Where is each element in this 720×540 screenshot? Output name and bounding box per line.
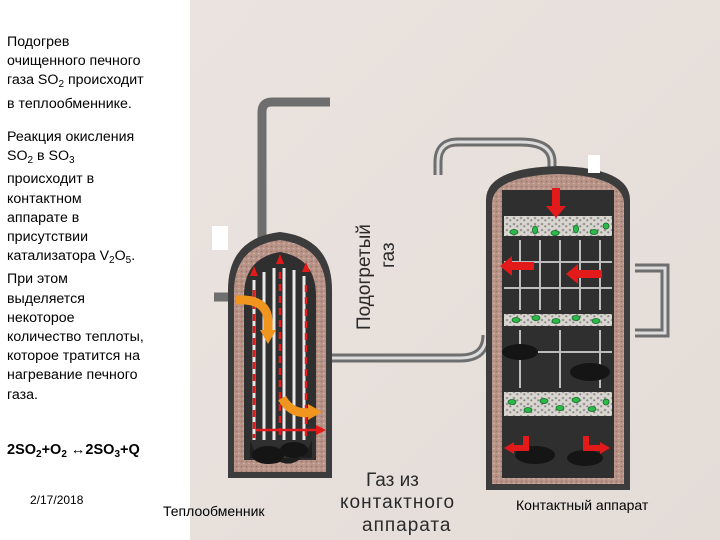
para2-line: аппарате в [7,209,80,226]
gas-from-label-line3: аппарата [362,515,451,536]
catalyst-layer-1 [504,216,612,236]
heating-description: Подогрев очищенного печного газа SO2 про… [7,33,187,114]
gas-from-apparatus-label: Газ из контактного аппарата [340,470,455,536]
heat-exchanger [228,232,332,478]
para2-line: присутствии [7,229,89,246]
para2-line: некоторое [7,309,75,326]
heated-gas-label-line2: газ [378,242,399,268]
reaction-equation: 2SO2+O2 ↔2SO3+Q [7,441,140,464]
subscript: 3 [114,449,120,460]
diagram-illustration: Подогретый газ Газ из контактного аппара… [190,0,720,540]
text-sidebar: Подогрев очищенного печного газа SO2 про… [0,0,190,540]
subscript: 2 [109,255,115,267]
gas-from-label-line1: Газ из [366,470,419,491]
para2-line: катализатора V2O5. [7,247,187,270]
text-run: +Q [120,442,140,458]
subscript: 2 [58,79,64,91]
text-run: O [114,248,126,265]
reaction-description: Реакция окисления SO2 в SO3 происходит в… [7,128,187,405]
slide-date: 2/17/2018 [30,493,84,507]
subscript: 2 [61,449,67,460]
catalyst-granules [507,222,610,413]
catalyst-layer-3 [504,392,612,416]
para2-line: происходит в [7,171,95,188]
left-feed-pipe [257,97,330,230]
subscript: 2 [27,155,34,167]
text-run: SO [7,148,28,165]
exchanger-inlet-flow-arrow [235,295,273,332]
para2-line: SO2 в SO3 [7,147,187,170]
para1-line: Подогрев [7,34,70,50]
contact-apparatus-caption: Контактный аппарат [516,497,649,513]
label-marker [588,155,600,173]
process-diagram: Подогретый газ Газ из контактного аппара… [190,0,720,540]
para2-line: нагревание печного [7,367,138,384]
text-run: . [131,248,136,265]
para2-line: Реакция окисления [7,129,135,145]
subscript: 3 [68,155,75,167]
text-run: газа SO [7,72,59,89]
gas-from-label-line2: контактного [340,492,455,513]
text-run: ↔2SO [66,442,115,458]
para2-line: При этом [7,271,68,288]
apparatus-flow-arrows [500,188,610,454]
exchanger-flow-lines [252,272,308,438]
para2-line: количество теплоты, [7,329,144,346]
para2-line: которое тратится на [7,348,140,365]
para1-line: газа SO2 происходит [7,71,187,94]
para2-line: контактном [7,190,82,207]
text-run: происходит [64,72,144,89]
exchanger-up-arrows [250,254,310,276]
text-run: в SO [33,148,69,165]
label-marker [212,226,228,250]
para1-line: в теплообменнике. [7,95,132,112]
text-run: катализатора V [7,248,110,265]
subscript: 5 [125,255,132,267]
contact-apparatus [486,166,630,490]
heat-exchanger-caption: Теплообменник [163,503,265,519]
subscript: 2 [36,449,42,460]
para1-line: очищенного печного [7,53,141,70]
para2-line: выделяется [7,290,85,307]
text-run: 2SO [7,442,37,458]
heated-gas-label-line1: Подогретый [354,224,375,330]
heated-gas-label: Подогретый газ [354,224,399,330]
text-run: +O [41,442,62,458]
para2-line: газа. [7,386,38,403]
